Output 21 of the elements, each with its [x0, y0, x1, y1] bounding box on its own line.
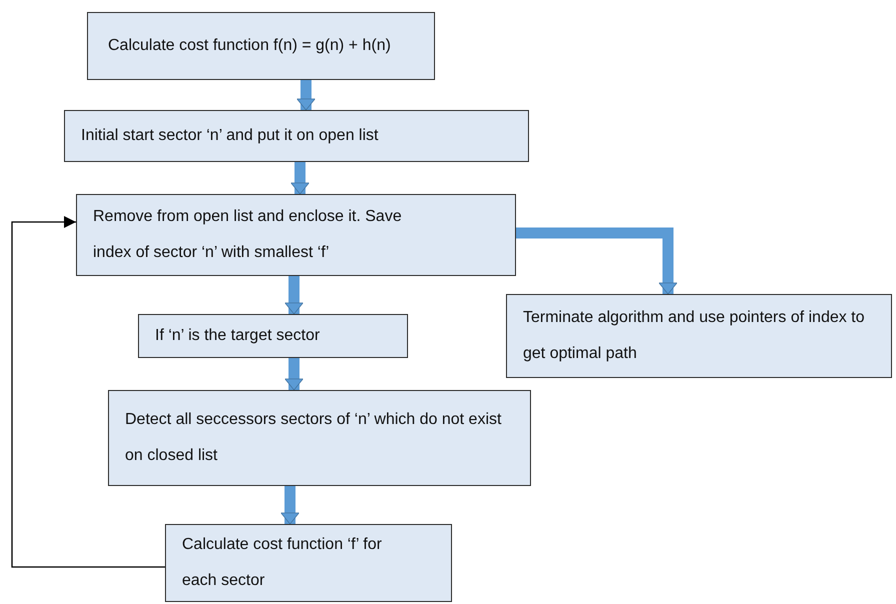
- step-text: Terminate algorithm and use pointers of index to get optimal path: [523, 308, 866, 364]
- process-box: [506, 294, 892, 378]
- block-arrow: [516, 228, 678, 294]
- loop-arrow: [11, 216, 165, 568]
- block-arrow: [284, 358, 304, 390]
- step-text: Initial start sector ‘n’ and put it on open list: [81, 126, 380, 146]
- block-arrow: [280, 486, 300, 524]
- step-text: If ‘n’ is the target sector: [155, 326, 321, 346]
- process-box: [165, 524, 452, 602]
- step-text: Remove from open list and enclose it. Save index of sector ‘n’ with smallest ‘f’: [93, 207, 403, 263]
- process-box: [108, 390, 531, 486]
- process-box: [64, 110, 529, 162]
- step-text: Calculate cost function f(n) = g(n) + h(n): [108, 36, 392, 56]
- block-arrow: [284, 276, 304, 314]
- process-box: [138, 314, 408, 358]
- step-text: Detect all seccessors sectors of ‘n’ which do not exist on closed list: [125, 410, 502, 466]
- block-arrow: [290, 162, 310, 194]
- process-box: [76, 194, 516, 276]
- block-arrow: [296, 80, 316, 110]
- process-box: [87, 12, 435, 80]
- step-text: Calculate cost function ‘f’ for each sector: [182, 535, 383, 591]
